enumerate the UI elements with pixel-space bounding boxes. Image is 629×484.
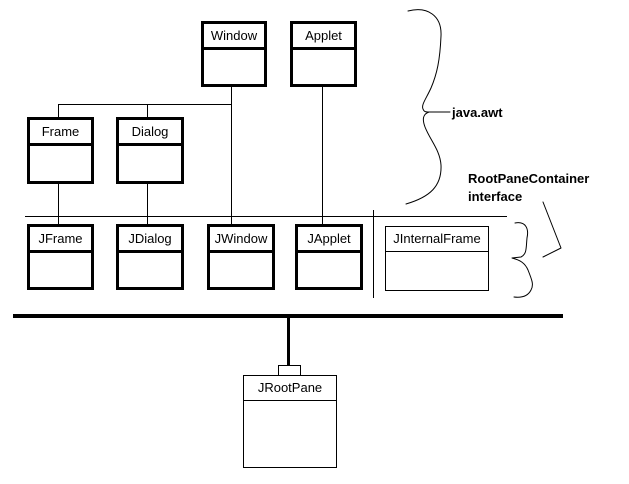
class-name-label: Dialog — [119, 120, 181, 146]
inheritance-line-frame-up — [58, 104, 59, 117]
class-box-jframe: JFrame — [27, 224, 94, 290]
class-name-label: JApplet — [298, 227, 360, 253]
java-awt-label: java.awt — [452, 105, 503, 120]
class-box-applet: Applet — [290, 21, 357, 87]
class-box-window: Window — [201, 21, 267, 87]
class-box-body — [293, 50, 354, 110]
class-box-body — [119, 146, 181, 207]
inheritance-line-frame-jframe — [58, 183, 59, 224]
class-box-body — [204, 50, 264, 110]
class-box-body — [244, 401, 336, 484]
class-name-label: JFrame — [30, 227, 91, 253]
class-box-jdialog: JDialog — [116, 224, 184, 290]
jrootpane-stem-line — [287, 318, 290, 366]
class-box-body — [298, 253, 360, 313]
jinternalframe-separator-line — [373, 210, 374, 298]
inheritance-line-applet-japplet — [322, 87, 323, 225]
class-name-label: JDialog — [119, 227, 181, 253]
class-box-jrootpane: JRootPane — [243, 375, 337, 468]
class-box-japplet: JApplet — [295, 224, 363, 290]
class-box-body — [386, 252, 488, 315]
class-name-label: JRootPane — [244, 376, 336, 401]
inheritance-line-dialog-up — [147, 104, 148, 117]
containment-rule — [13, 314, 563, 318]
class-box-frame: Frame — [27, 117, 94, 184]
rootpane-container-label: RootPaneContainer — [468, 171, 590, 186]
interface-pointer-line — [542, 201, 562, 258]
class-name-label: Window — [204, 24, 264, 50]
class-box-body — [30, 253, 91, 313]
class-box-jinternalframe: JInternalFrame — [385, 226, 489, 291]
interface-label: interface — [468, 189, 523, 204]
class-box-body — [30, 146, 91, 207]
class-box-dialog: Dialog — [116, 117, 184, 184]
class-box-jwindow: JWindow — [207, 224, 275, 290]
inheritance-branch-line — [58, 104, 232, 105]
class-name-label: Applet — [293, 24, 354, 50]
java-awt-brace-icon — [405, 9, 451, 205]
inheritance-line-window-jwindow — [231, 87, 232, 224]
class-box-body — [119, 253, 181, 313]
rootpane-brace-icon — [511, 222, 533, 298]
package-boundary-rule — [25, 216, 507, 217]
class-box-body — [210, 253, 272, 313]
inheritance-line-dialog-jdialog — [147, 183, 148, 224]
class-name-label: JWindow — [210, 227, 272, 253]
class-name-label: JInternalFrame — [386, 227, 488, 252]
class-name-label: Frame — [30, 120, 91, 146]
